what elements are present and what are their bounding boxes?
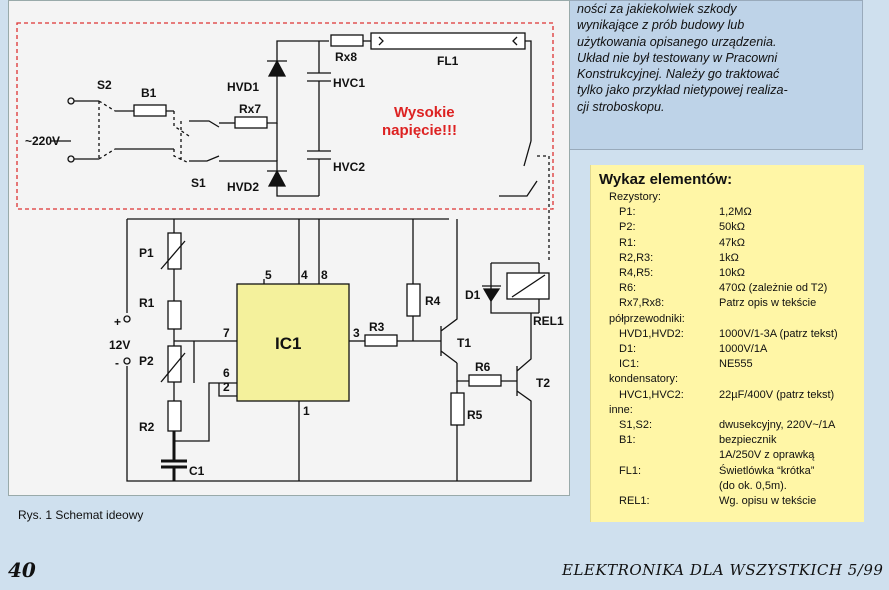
label-d1: D1 <box>465 288 481 302</box>
label-t1: T1 <box>457 336 471 350</box>
schematic-diagram: Wysokie napięcie!!! S2 B1 Rx7 Rx8 FL1 HV… <box>8 0 570 496</box>
label-r4: R4 <box>425 294 441 308</box>
warning-line: ności za jakiekolwiek szkody <box>577 2 737 16</box>
label-pin5: 5 <box>265 268 272 282</box>
label-s1: S1 <box>191 176 206 190</box>
label-pin3: 3 <box>353 326 360 340</box>
label-r5: R5 <box>467 408 483 422</box>
parts-row-value: 10kΩ <box>719 267 745 279</box>
label-r6: R6 <box>475 360 491 374</box>
parts-row-value: dwusekcyjny, 220V~/1A <box>719 419 836 431</box>
journal-title: ELEKTRONIKA DLA WSZYSTKICH 5/99 <box>562 561 884 579</box>
label-hvc2: HVC2 <box>333 160 365 174</box>
parts-row-name: IC1: <box>619 358 640 371</box>
parts-row-name: inne: <box>609 403 633 416</box>
parts-row-name: FL1: <box>619 464 642 477</box>
label-plus: + <box>114 315 121 329</box>
parts-row-value: NE555 <box>719 358 753 371</box>
label-pin6: 6 <box>223 366 230 380</box>
figure-caption: Rys. 1 Schemat ideowy <box>18 508 144 522</box>
label-rx8: Rx8 <box>335 50 357 64</box>
parts-row-value: 47kΩ <box>719 236 745 249</box>
label-fl1: FL1 <box>437 54 459 68</box>
parts-row-value: 1A/250V z oprawką <box>719 449 815 462</box>
label-c1: C1 <box>189 464 205 478</box>
label-hvc1: HVC1 <box>333 76 365 90</box>
label-pin7: 7 <box>223 326 230 340</box>
parts-row-value: Świetlówka “krótka” <box>719 464 815 477</box>
parts-row-value: 22µF/400V (patrz tekst) <box>719 388 835 401</box>
parts-row-name: R2,R3: <box>619 251 654 264</box>
label-t2: T2 <box>536 376 550 390</box>
parts-row-name: P2: <box>619 221 636 234</box>
warning-box: ności za jakiekolwiek szkody wynikające … <box>566 0 863 150</box>
warning-line: tylko jako przykład nietypowej realiza- <box>577 83 788 98</box>
parts-row-value: Patrz opis w tekście <box>719 297 817 310</box>
parts-row-name: P1: <box>619 206 636 219</box>
parts-row-name: R4,R5: <box>619 267 654 279</box>
label-hvd2: HVD2 <box>227 180 259 194</box>
label-rel1: REL1 <box>533 314 564 328</box>
parts-list: Wykaz elementów: Rezystory: P1: 1,2MΩ P2: 50… <box>590 165 864 522</box>
label-r2: R2 <box>139 420 155 434</box>
parts-row-value: (do ok. 0,5m). <box>719 479 787 492</box>
label-r1: R1 <box>139 296 155 310</box>
hv-warning-label-2: napięcie!!! <box>382 122 457 139</box>
parts-row-value: 50kΩ <box>719 221 745 234</box>
parts-row-value: Wg. opisu w tekście <box>719 495 817 507</box>
label-minus: - <box>115 356 119 370</box>
parts-row-value: bezpiecznik <box>719 434 777 447</box>
label-p2: P2 <box>139 354 154 368</box>
warning-line: użytkowania opisanego urządzenia. <box>577 34 777 49</box>
label-rx7: Rx7 <box>239 102 261 116</box>
parts-row-value: 1000V/1A <box>719 343 768 355</box>
label-s2: S2 <box>97 78 112 92</box>
parts-row-value: 1000V/1-3A (patrz tekst) <box>719 327 838 340</box>
parts-row-name: HVC1,HVC2: <box>619 388 684 401</box>
page-number: 40 <box>8 558 36 582</box>
parts-row-value: 1,2MΩ <box>719 206 752 219</box>
parts-row-name: półprzewodniki: <box>609 312 685 325</box>
parts-row-name: HVD1,HVD2: <box>619 327 684 340</box>
label-pin2: 2 <box>223 380 230 394</box>
parts-row-value: 470Ω (zależnie od T2) <box>719 282 828 295</box>
label-pin8: 8 <box>321 268 328 282</box>
parts-row-name: Rezystory: <box>609 191 661 203</box>
label-r3: R3 <box>369 320 385 334</box>
parts-row-name: S1,S2: <box>619 419 653 431</box>
schematic-svg: Wysokie napięcie!!! S2 B1 Rx7 Rx8 FL1 HV… <box>16 22 564 482</box>
label-pin1: 1 <box>303 404 310 418</box>
parts-list-title: Wykaz elementów: <box>599 171 733 188</box>
parts-row-value: 1kΩ <box>719 251 739 264</box>
warning-line: Konstrukcyjnej. Należy go traktować <box>577 67 780 82</box>
parts-row-name: R6: <box>619 282 637 295</box>
warning-line: wynikające z prób budowy lub <box>577 18 745 33</box>
parts-row-name: R1: <box>619 236 637 249</box>
warning-line: Układ nie był testowany w Pracowni <box>577 50 778 65</box>
parts-row-name: D1: <box>619 343 637 355</box>
high-voltage-area <box>16 22 554 210</box>
parts-row-name: kondensatory: <box>609 373 679 386</box>
parts-row-name: REL1: <box>619 495 650 507</box>
hv-warning-label-1: Wysokie <box>394 104 455 121</box>
warning-line: cji stroboskopu. <box>577 99 665 114</box>
label-hvd1: HVD1 <box>227 80 259 94</box>
parts-row-name: B1: <box>619 434 636 447</box>
label-mains: ~220V <box>25 134 60 148</box>
label-ic1: IC1 <box>275 334 301 353</box>
parts-row-name: Rx7,Rx8: <box>619 297 665 310</box>
label-b1: B1 <box>141 86 157 100</box>
label-supply: 12V <box>109 338 130 352</box>
label-pin4: 4 <box>301 268 308 282</box>
label-p1: P1 <box>139 246 154 260</box>
